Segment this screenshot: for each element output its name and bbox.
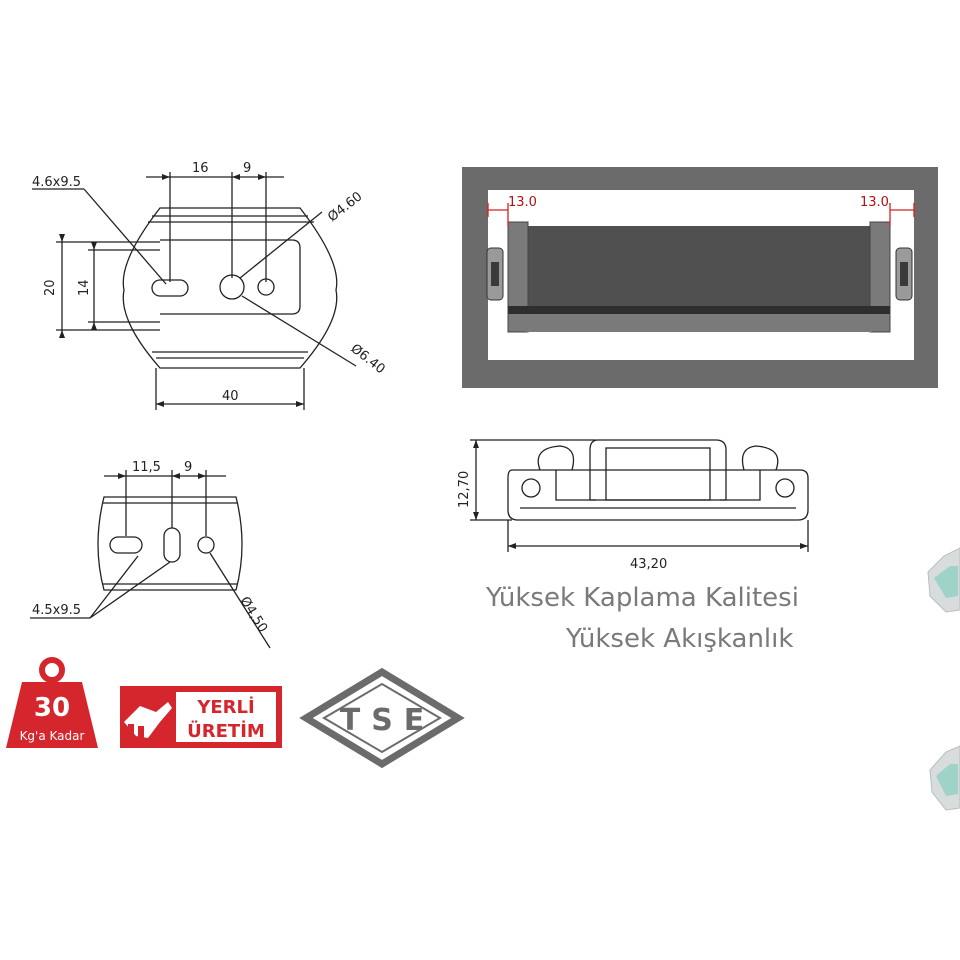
top-dim-16: 16: [192, 161, 209, 176]
top-drawing-arrows: [59, 174, 304, 407]
right-roller: [895, 247, 913, 301]
profile-height: 12,70: [457, 471, 472, 508]
bottom-drawing-arrows: [118, 473, 206, 479]
tse-letter-t: T: [340, 703, 361, 738]
profile-drawing: [470, 439, 809, 552]
local-line1: YERLİ: [196, 696, 254, 718]
bottom-dim-11-5: 11,5: [132, 460, 161, 475]
bottom-slot-label: 4.5x9.5: [32, 603, 81, 618]
section-frame: [462, 167, 938, 388]
top-dia-large: Ø6.40: [348, 341, 388, 377]
tse-letter-e: E: [404, 703, 425, 738]
handshake-icon: [124, 702, 172, 740]
top-dim-20: 20: [43, 279, 58, 296]
top-dim-9: 9: [243, 161, 251, 176]
section-left-gap: 13.0: [508, 195, 537, 210]
top-bracket-drawing: [32, 172, 357, 410]
profile-arrows: [473, 440, 808, 549]
local-production-badge: [120, 686, 282, 748]
product-photo-fragment-bottom: [929, 745, 960, 811]
tse-badge: [299, 667, 465, 769]
section-right-gap: 13.0: [860, 195, 889, 210]
top-dim-14: 14: [77, 279, 92, 296]
bottom-dia: Ø4,50: [237, 594, 270, 635]
tse-letter-s: S: [371, 703, 393, 738]
runner-block: [526, 226, 872, 308]
left-roller: [486, 247, 504, 301]
top-slot-label: 4.6x9.5: [32, 175, 81, 190]
bottom-dim-9: 9: [184, 460, 192, 475]
section-view: [462, 167, 938, 388]
top-dia-small: Ø4.60: [325, 189, 365, 225]
profile-width: 43,20: [630, 557, 667, 572]
weight-badge: [6, 657, 98, 748]
tagline-coating-quality: Yüksek Kaplama Kalitesi: [486, 583, 799, 613]
top-dim-40: 40: [222, 389, 239, 404]
tagline-smooth-flow: Yüksek Akışkanlık: [566, 624, 794, 654]
local-line2: ÜRETİM: [187, 720, 265, 742]
product-photo-fragment-top: [927, 547, 960, 613]
bottom-bracket-drawing: [30, 470, 271, 649]
weight-caption: Kg'a Kadar: [20, 729, 85, 743]
weight-value: 30: [34, 693, 70, 723]
